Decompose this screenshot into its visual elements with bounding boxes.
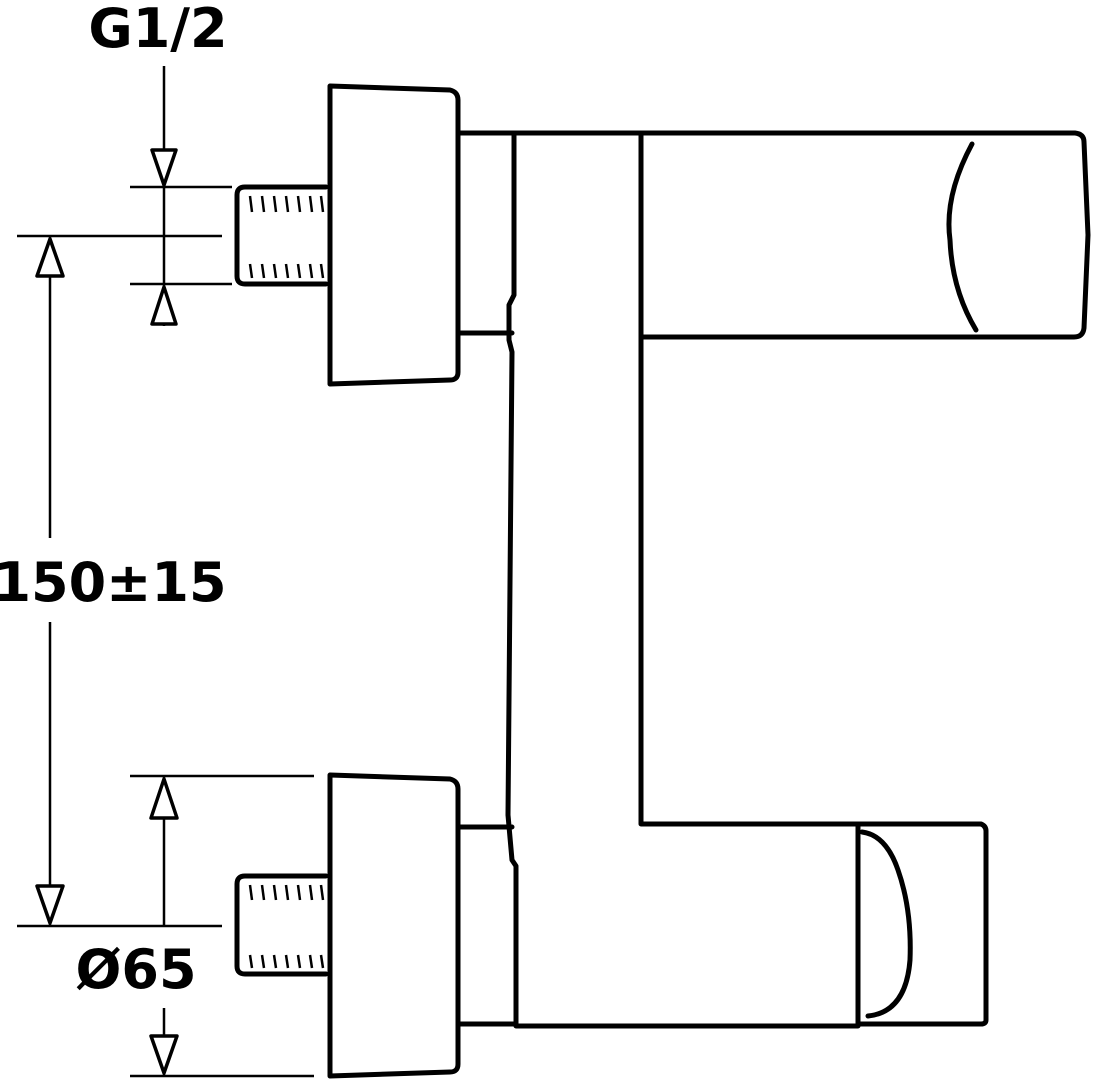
lever-cartridge-curve	[859, 829, 913, 1019]
escutcheon-diameter-label: Ø65	[75, 938, 196, 1001]
center-distance-label: 150±15	[0, 551, 227, 614]
lower-threaded-stub	[234, 873, 329, 977]
diameter-arrow-top	[149, 777, 179, 820]
body-outline	[505, 130, 1091, 1029]
thread-arrow-bottom	[150, 285, 178, 326]
lever-cartridge	[855, 821, 989, 1027]
mixer-body	[505, 130, 1091, 1029]
upper-connection	[234, 83, 517, 387]
thread-dimension: G1/2	[88, 0, 232, 326]
center-arrow-bottom	[35, 884, 65, 925]
upper-threaded-stub	[234, 184, 329, 287]
spout-outlet-curve	[946, 141, 979, 333]
upper-thread-marks	[248, 195, 325, 279]
upper-neck	[455, 130, 517, 336]
center-distance-dimension: 150±15	[0, 234, 227, 928]
upper-escutcheon	[327, 83, 461, 387]
diameter-arrow-bottom	[149, 1034, 179, 1075]
center-arrow-top	[35, 237, 65, 278]
thread-arrow-top	[150, 148, 178, 187]
lower-escutcheon	[327, 772, 461, 1079]
thread-size-label: G1/2	[88, 0, 227, 60]
lower-connection	[234, 772, 517, 1079]
escutcheon-diameter-dimension: Ø65	[75, 774, 314, 1078]
lower-neck	[455, 824, 517, 1027]
lower-thread-marks	[248, 884, 325, 969]
